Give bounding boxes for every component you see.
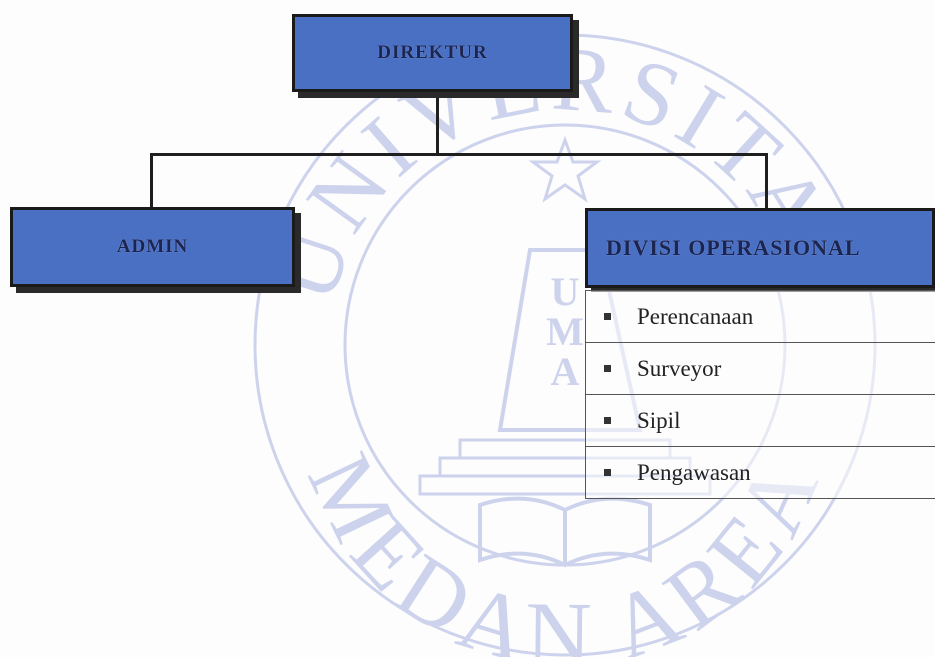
director-label: DIREKTUR [377,42,488,63]
list-item-label: Sipil [637,407,681,433]
bullet-icon [604,365,611,372]
admin-label: ADMIN [116,236,189,257]
director-box: DIREKTUR [292,14,573,92]
list-item-label: Surveyor [637,355,722,381]
list-item-label: Pengawasan [637,459,751,485]
connector-to-operations [765,153,768,210]
list-item-label: Perencanaan [637,303,754,329]
list-item: Pengawasan [586,447,935,499]
operations-label: DIVISI OPERASIONAL [606,235,861,260]
list-item: Perencanaan [586,291,935,343]
list-item: Sipil [586,395,935,447]
admin-box: ADMIN [10,207,295,287]
connector-director-down [436,98,439,155]
seal-star-icon [528,135,602,203]
seal-letter-a: A [551,349,580,394]
seal-book-icon [478,496,652,568]
connector-horizontal [150,153,768,156]
bullet-icon [604,469,611,476]
operations-sublist: Perencanaan Surveyor Sipil Pengawasan [585,290,935,499]
bullet-icon [604,417,611,424]
list-item: Surveyor [586,343,935,395]
operations-box: DIVISI OPERASIONAL [585,208,935,288]
connector-to-admin [150,153,153,208]
seal-letter-u: U [551,269,580,314]
seal-letter-m: M [546,309,584,354]
bullet-icon [604,313,611,320]
